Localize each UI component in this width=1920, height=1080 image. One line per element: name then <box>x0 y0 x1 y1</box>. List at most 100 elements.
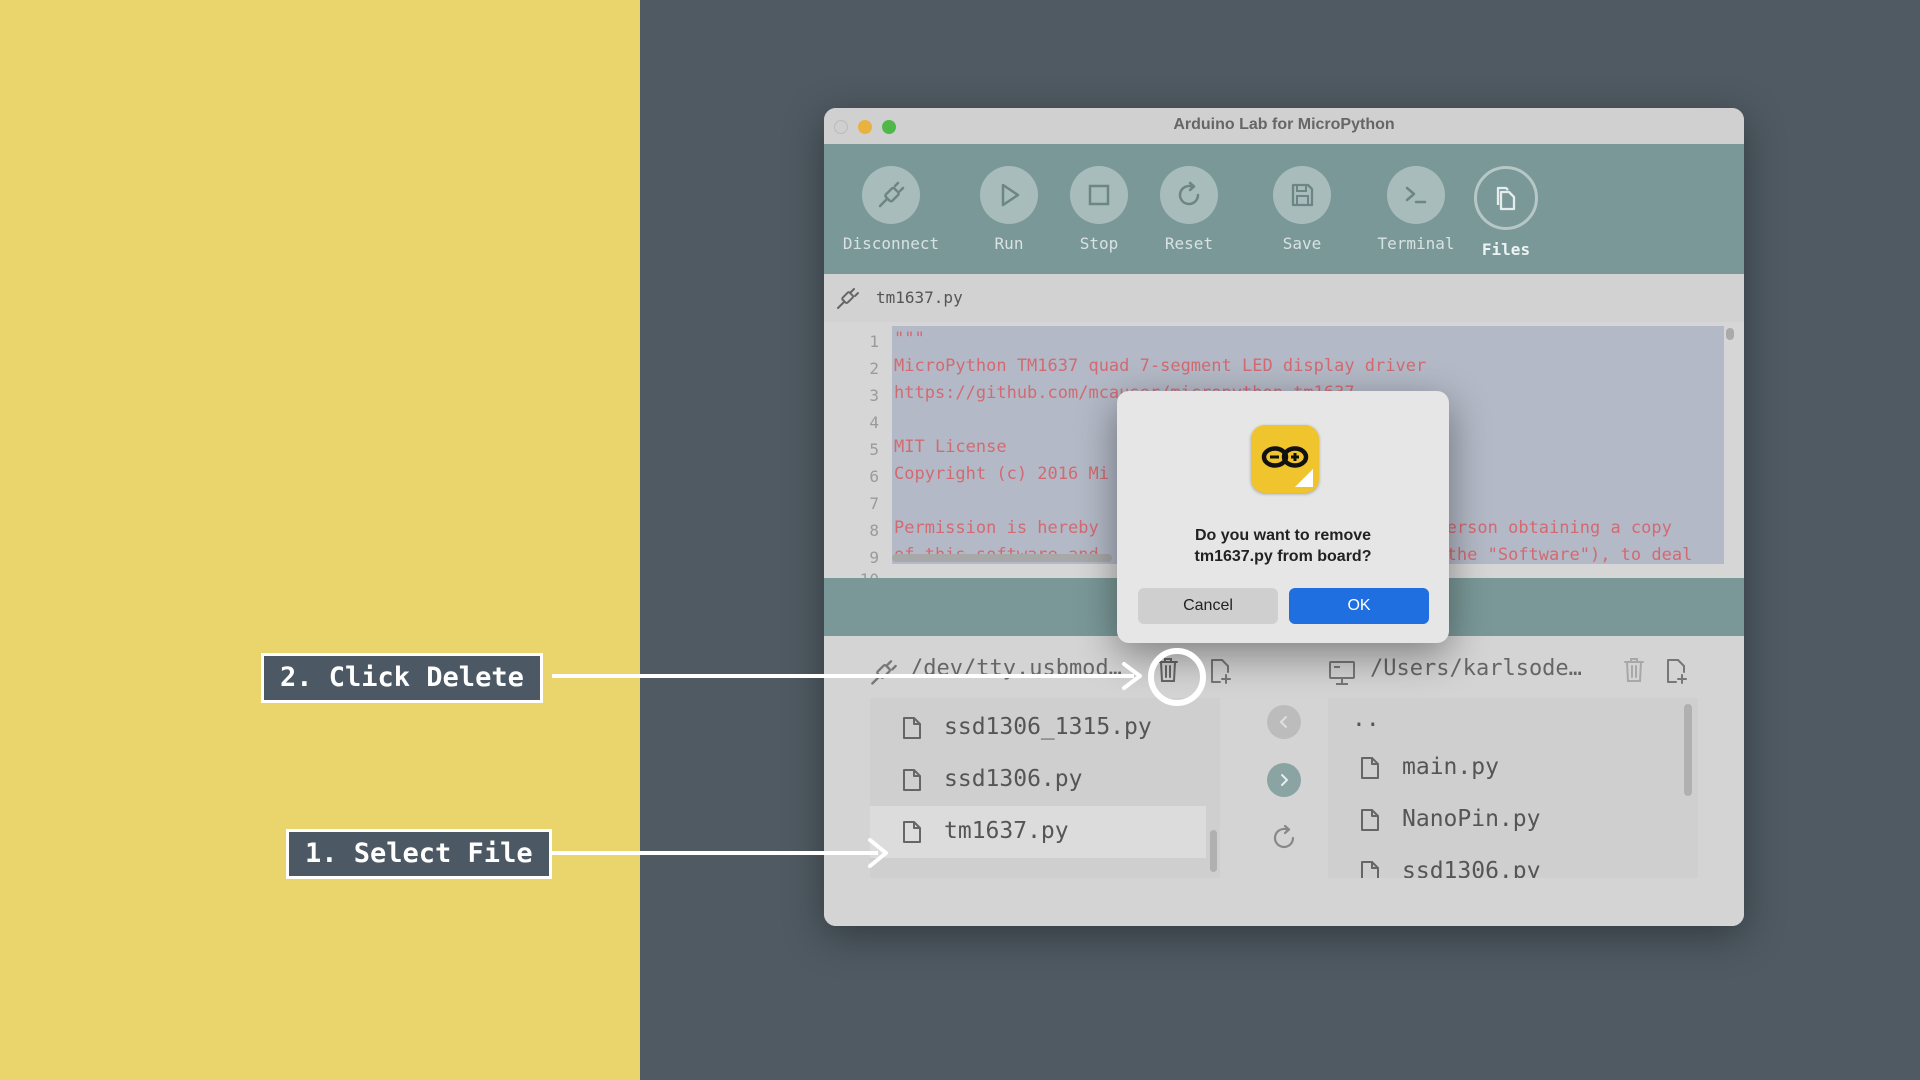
file-icon <box>902 768 922 798</box>
line-number-gutter: 1 2 3 4 5 6 7 8 9 10 <box>824 328 879 581</box>
terminal-label: Terminal <box>1377 234 1455 253</box>
terminal-button[interactable]: Terminal <box>1361 166 1471 253</box>
file-name: ssd1306_1315.py <box>944 714 1152 740</box>
play-icon <box>980 166 1038 224</box>
file-icon <box>1360 860 1380 878</box>
line-number: 5 <box>869 440 879 459</box>
file-icon <box>1360 808 1380 838</box>
vertical-scrollbar[interactable] <box>1726 328 1734 340</box>
list-item[interactable]: ssd1306.py <box>870 754 1220 806</box>
files-button[interactable]: Files <box>1451 166 1561 259</box>
arduino-logo-icon <box>1261 446 1313 487</box>
code-line: """ <box>894 329 925 349</box>
reset-button[interactable]: Reset <box>1134 166 1244 253</box>
dialog-message-line2: tm1637.py from board? <box>1194 548 1372 565</box>
dialog-message-line1: Do you want to remove <box>1194 527 1372 544</box>
line-number: 7 <box>869 494 879 513</box>
delete-highlight-ring <box>1148 648 1206 706</box>
open-file-bar: tm1637.py <box>824 274 1744 322</box>
line-number: 10 <box>859 571 879 581</box>
code-line: MIT License <box>894 437 1007 457</box>
file-name: ssd1306.py <box>944 766 1083 792</box>
title-bar: Arduino Lab for MicroPython <box>824 108 1744 145</box>
computer-path: /Users/karlsode… <box>1370 656 1582 681</box>
maximize-window-button[interactable] <box>882 120 896 134</box>
new-computer-file-button[interactable] <box>1664 658 1688 688</box>
code-editor[interactable]: 1 2 3 4 5 6 7 8 9 10 """ MicroPython TM1… <box>824 322 1744 581</box>
ok-button[interactable]: OK <box>1289 588 1429 624</box>
stop-label: Stop <box>1079 234 1119 253</box>
code-line: MicroPython TM1637 quad 7-segment LED di… <box>894 356 1427 376</box>
line-number: 4 <box>869 413 879 432</box>
run-label: Run <box>994 234 1024 253</box>
confirm-dialog: Do you want to remove tm1637.py from boa… <box>1117 391 1449 643</box>
reset-icon <box>1160 166 1218 224</box>
stop-button[interactable]: Stop <box>1044 166 1154 253</box>
line-number: 9 <box>869 548 879 567</box>
upload-button[interactable] <box>1267 705 1301 739</box>
stop-icon <box>1070 166 1128 224</box>
file-name: NanoPin.py <box>1402 806 1541 832</box>
file-icon <box>1360 756 1380 786</box>
run-button[interactable]: Run <box>954 166 1064 253</box>
save-button[interactable]: Save <box>1247 166 1357 253</box>
board-list-scrollbar[interactable] <box>1210 830 1217 872</box>
reset-label: Reset <box>1164 234 1214 253</box>
chevron-right-icon <box>1281 774 1288 786</box>
chevron-left-icon <box>1280 716 1287 728</box>
window-title: Arduino Lab for MicroPython <box>1173 116 1395 133</box>
delete-computer-file-button[interactable] <box>1622 656 1646 688</box>
list-item-parent[interactable]: .. <box>1328 698 1698 742</box>
files-icon <box>1474 166 1538 230</box>
list-item[interactable]: ssd1306.py <box>1328 846 1698 878</box>
board-path: /dev/tty.usbmod… <box>910 656 1122 681</box>
close-window-button[interactable] <box>834 120 848 134</box>
computer-file-list[interactable]: .. main.py NanoPin.py ssd1306.py <box>1328 698 1698 878</box>
line-number: 3 <box>869 386 879 405</box>
plug-icon <box>862 166 920 224</box>
cancel-button[interactable]: Cancel <box>1138 588 1278 624</box>
toolbar: Disconnect Run Stop Reset Save <box>824 144 1744 274</box>
line-number: 8 <box>869 521 879 540</box>
file-icon <box>902 716 922 746</box>
step1-callout: 1. Select File <box>286 829 552 879</box>
disconnect-label: Disconnect <box>842 234 940 253</box>
new-file-icon <box>1667 659 1687 684</box>
open-file-name: tm1637.py <box>876 288 963 307</box>
save-label: Save <box>1282 234 1322 253</box>
files-label: Files <box>1481 240 1531 259</box>
refresh-icon <box>1273 824 1295 849</box>
step1-arrow <box>552 851 878 855</box>
arrow-head-icon <box>868 838 888 868</box>
line-number: 6 <box>869 467 879 486</box>
step2-callout: 2. Click Delete <box>261 653 543 703</box>
list-item[interactable]: ssd1306_1315.py <box>870 702 1220 754</box>
horizontal-scrollbar[interactable] <box>892 554 1112 562</box>
new-file-icon <box>1211 659 1231 684</box>
save-icon <box>1273 166 1331 224</box>
code-line: Copyright (c) 2016 Mi <box>894 464 1109 484</box>
refresh-button[interactable] <box>1267 821 1301 855</box>
file-manager: /dev/tty.usbmod… ssd1306_1315.py ssd1306… <box>824 636 1744 926</box>
computer-list-scrollbar[interactable] <box>1684 704 1692 796</box>
trash-icon <box>1624 658 1644 682</box>
file-name: ssd1306.py <box>1402 858 1541 878</box>
new-board-file-button[interactable] <box>1208 658 1232 688</box>
left-background <box>0 0 640 1080</box>
computer-icon <box>1328 660 1356 690</box>
plug-icon <box>836 288 860 314</box>
app-icon <box>1251 425 1319 493</box>
code-line: Permission is hereby person obtaining a … <box>894 518 1672 538</box>
list-item[interactable]: NanoPin.py <box>1328 794 1698 846</box>
minimize-window-button[interactable] <box>858 120 872 134</box>
list-item[interactable]: main.py <box>1328 742 1698 794</box>
dialog-message: Do you want to remove tm1637.py from boa… <box>1137 525 1429 567</box>
terminal-icon <box>1387 166 1445 224</box>
file-name: .. <box>1352 706 1380 732</box>
board-file-list[interactable]: ssd1306_1315.py ssd1306.py tm1637.py <box>870 698 1220 878</box>
file-name: main.py <box>1402 754 1499 780</box>
list-item-selected[interactable]: tm1637.py <box>870 806 1206 858</box>
disconnect-button[interactable]: Disconnect <box>836 166 946 253</box>
download-button[interactable] <box>1267 763 1301 797</box>
file-name: tm1637.py <box>944 818 1069 844</box>
